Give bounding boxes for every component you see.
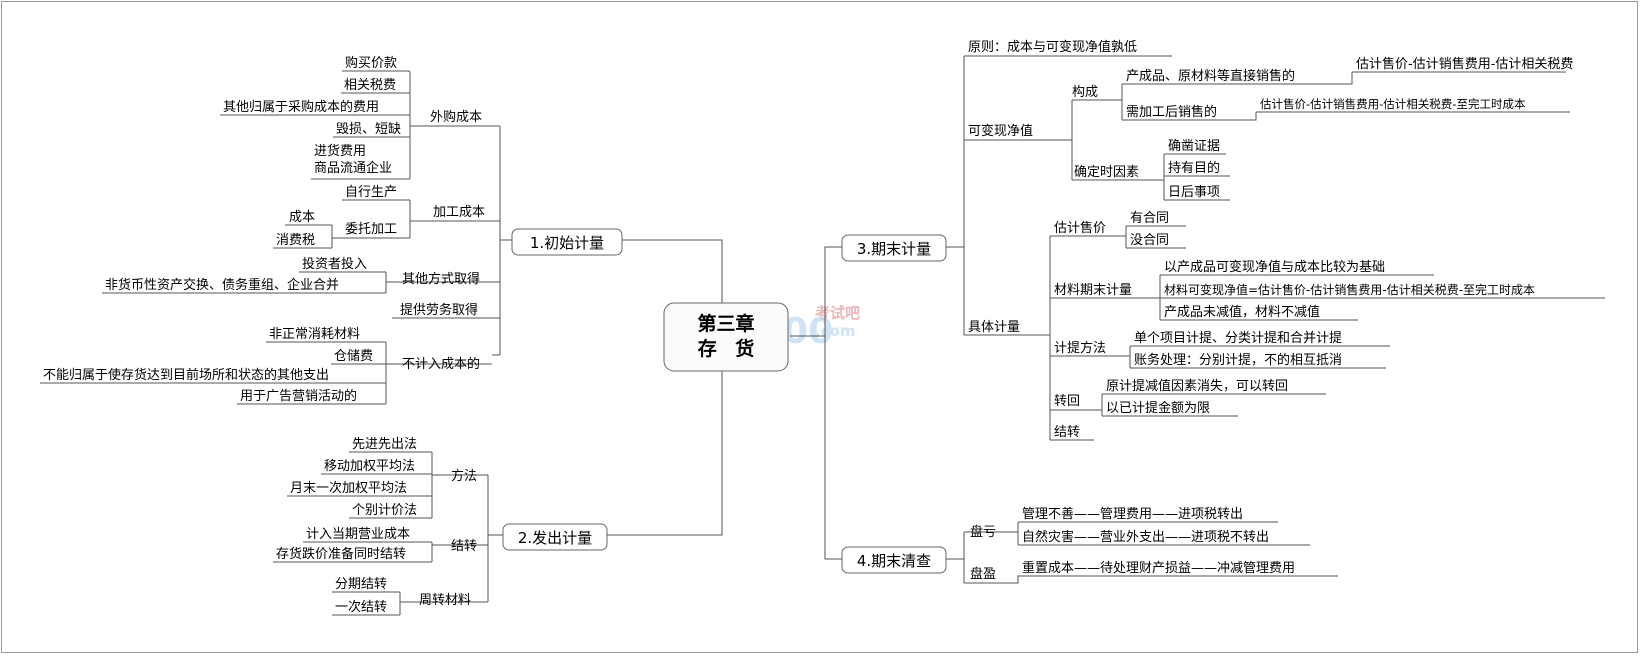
check-subtree: 盘亏 管理不善——管理费用——进项税转出 自然灾害——营业外支出——进项税不转出… <box>970 506 1295 582</box>
gain-item: 重置成本——待处理财产损益——冲减管理费用 <box>1022 560 1295 576</box>
reversal-item: 原计提减值因素消失，可以转回 <box>1106 378 1288 394</box>
purchase-multi-line2: 商品流通企业 <box>314 160 392 176</box>
excluded-item: 用于广告营销活动的 <box>240 388 357 404</box>
transfer-item: 存货跌价准备同时结转 <box>276 546 406 562</box>
branch-period-end: 3.期末计量 <box>841 234 947 262</box>
period-end-subtree: 原则：成本与可变现净值孰低 可变现净值 构成 产成品、原材料等直接销售的 估计售… <box>968 39 1573 440</box>
factor-item: 日后事项 <box>1168 185 1220 200</box>
branch-issue-label: 2.发出计量 <box>518 529 592 547</box>
branch-initial-label: 1.初始计量 <box>530 234 604 252</box>
excluded-item: 非正常消耗材料 <box>269 327 360 342</box>
method-item: 个别计价法 <box>352 503 417 518</box>
material-label: 材料期末计量 <box>1054 283 1132 298</box>
initial-subtree: 外购成本 购买价款 相关税费 其他归属于采购成本的费用 毁损、短缺 进货费用 商… <box>43 55 485 404</box>
branch-period-end-label: 3.期末计量 <box>857 240 931 258</box>
center-title-line2: 存 货 <box>698 337 761 360</box>
center-node: 第三章 存 货 <box>663 302 789 372</box>
processing-self: 自行生产 <box>345 185 397 200</box>
specific-label: 具体计量 <box>968 320 1020 335</box>
material-item: 以产成品可变现净值与成本比较为基础 <box>1164 259 1385 275</box>
other-acquisition-label: 其他方式取得 <box>402 271 480 287</box>
purchase-multi-line1: 进货费用 <box>314 143 366 159</box>
price-label: 估计售价 <box>1054 220 1106 236</box>
factor-item: 持有目的 <box>1168 160 1220 176</box>
reversal-label: 转回 <box>1054 394 1080 409</box>
composition-process: 需加工后销售的 <box>1126 104 1217 120</box>
reversal-item: 以已计提金额为限 <box>1106 400 1210 416</box>
loss-label: 盘亏 <box>970 524 996 540</box>
turnover-item: 一次结转 <box>335 599 387 615</box>
composition-process-formula: 估计售价-估计销售费用-估计相关税费-至完工时成本 <box>1260 97 1526 111</box>
purchase-cost-label: 外购成本 <box>430 109 482 125</box>
other-item: 投资者投入 <box>302 256 367 272</box>
price-item: 没合同 <box>1130 233 1169 248</box>
entrust-item: 消费税 <box>276 233 315 248</box>
other-item: 非货币性资产交换、债务重组、企业合并 <box>105 277 339 293</box>
factor-item: 确凿证据 <box>1168 139 1220 154</box>
turnover-label: 周转材料 <box>419 593 471 608</box>
branch-issue: 2.发出计量 <box>502 523 608 551</box>
nrv-label: 可变现净值 <box>968 123 1033 139</box>
principle-text: 原则：成本与可变现净值孰低 <box>968 39 1137 55</box>
issue-transfer-label: 结转 <box>451 539 477 554</box>
material-item: 材料可变现净值=估计售价-估计销售费用-估计相关税费-至完工时成本 <box>1164 282 1535 297</box>
branch-initial: 1.初始计量 <box>511 228 623 256</box>
service-acquisition-label: 提供劳务取得 <box>400 302 478 318</box>
provision-item: 单个项目计提、分类计提和合并计提 <box>1134 330 1342 346</box>
composition-direct-formula: 估计售价-估计销售费用-估计相关税费 <box>1356 56 1573 72</box>
composition-direct: 产成品、原材料等直接销售的 <box>1126 68 1295 84</box>
branch-check-label: 4.期末清查 <box>857 552 931 570</box>
center-title-line1: 第三章 <box>697 312 754 335</box>
loss-item: 自然灾害——营业外支出——进项税不转出 <box>1022 529 1269 545</box>
provision-item: 账务处理：分别计提，不的相互抵消 <box>1134 352 1342 368</box>
excluded-label: 不计入成本的 <box>402 356 480 372</box>
material-item: 产成品未减值，材料不减值 <box>1164 304 1320 320</box>
watermark-domain: .com <box>815 322 856 340</box>
branch-check: 4.期末清查 <box>841 546 947 574</box>
processing-entrust: 委托加工 <box>345 222 397 237</box>
provision-method-label: 计提方法 <box>1054 340 1106 356</box>
purchase-item: 其他归属于采购成本的费用 <box>223 99 379 115</box>
issue-subtree: 方法 先进先出法 移动加权平均法 月末一次加权平均法 个别计价法 结转 计入当期… <box>276 437 477 615</box>
price-item: 有合同 <box>1130 211 1169 226</box>
purchase-item: 毁损、短缺 <box>336 122 401 137</box>
connectors <box>40 55 1605 616</box>
loss-item: 管理不善——管理费用——进项税转出 <box>1022 506 1243 522</box>
excluded-item: 仓储费 <box>334 349 373 364</box>
transfer-item: 计入当期营业成本 <box>306 527 410 542</box>
excluded-item: 不能归属于使存货达到目前场所和状态的其他支出 <box>43 367 329 383</box>
gain-label: 盘盈 <box>970 566 996 582</box>
composition-label: 构成 <box>1072 85 1098 100</box>
carry-label: 结转 <box>1054 425 1080 440</box>
method-item: 月末一次加权平均法 <box>290 480 407 496</box>
purchase-item: 购买价款 <box>345 55 397 71</box>
issue-method-label: 方法 <box>451 468 477 484</box>
watermark-cn: 考试吧 <box>815 304 860 322</box>
entrust-item: 成本 <box>289 210 315 225</box>
turnover-item: 分期结转 <box>335 577 387 592</box>
processing-cost-label: 加工成本 <box>433 205 485 220</box>
method-item: 先进先出法 <box>352 437 417 452</box>
factors-label: 确定时因素 <box>1074 165 1139 180</box>
purchase-item: 相关税费 <box>344 78 396 93</box>
method-item: 移动加权平均法 <box>324 458 415 474</box>
